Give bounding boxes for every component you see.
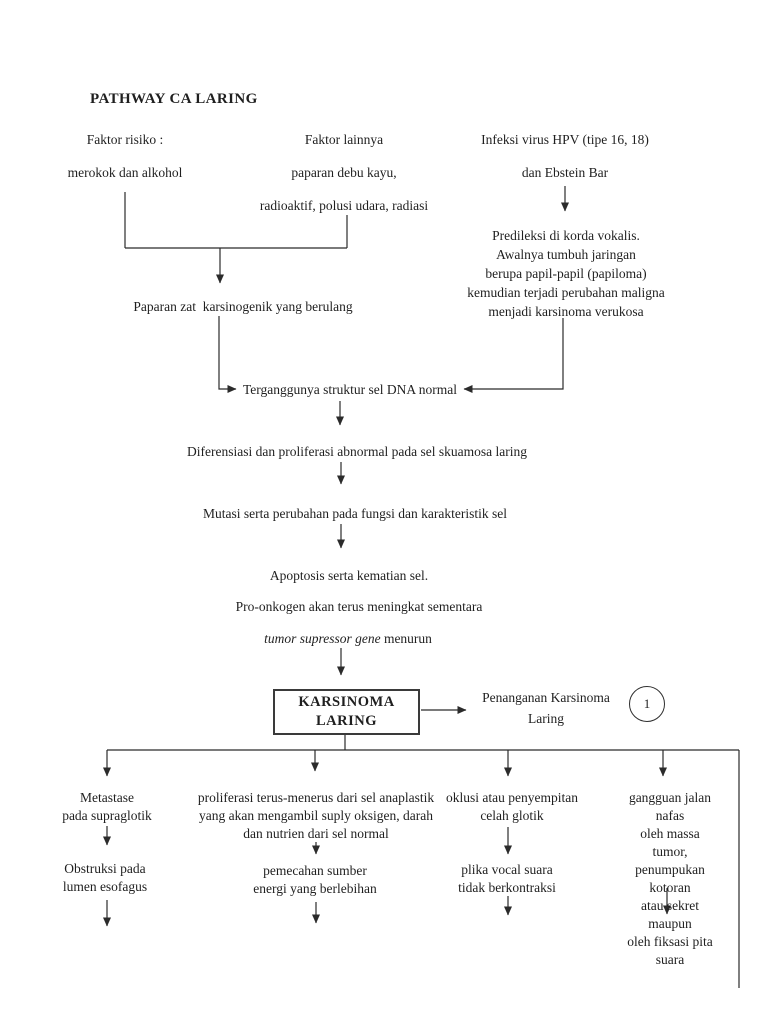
pro-onkogen-node: Pro-onkogen akan terus meningkat sementa… xyxy=(235,599,483,614)
tumor-supressor-italic: tumor supressor gene xyxy=(264,631,381,646)
karsinoma-laring-box-line2: LARING xyxy=(315,713,377,729)
reference-circle: 1 xyxy=(629,686,665,722)
factor-risiko-detail: merokok dan alkohol xyxy=(67,165,183,180)
tumor-supressor-rest: menurun xyxy=(380,631,432,646)
factor-lainnya-detail-2: radioaktif, polusi udara, radiasi xyxy=(259,198,429,213)
paparan-zat-node: Paparan zat karsinogenik yang berulang xyxy=(133,299,353,314)
tumor-supressor-node: tumor supressor gene menurun xyxy=(264,630,432,648)
factor-risiko-header: Faktor risiko : xyxy=(86,132,164,147)
factor-infeksi-header: Infeksi virus HPV (tipe 16, 18) xyxy=(481,132,649,147)
predileksi-note: Predileksi di korda vokalis. Awalnya tum… xyxy=(467,228,665,319)
branch-metastase-bottom: Obstruksi pada lumen esofagus xyxy=(62,861,148,894)
factor-lainnya-detail-1: paparan debu kayu, xyxy=(291,165,397,180)
penanganan-label: Penanganan Karsinoma Laring xyxy=(482,690,610,726)
branch-gangguan-top: gangguan jalan nafas oleh massa tumor, p… xyxy=(627,790,713,967)
factor-infeksi-detail: dan Ebstein Bar xyxy=(521,165,609,180)
diferensiasi-node: Diferensiasi dan proliferasi abnormal pa… xyxy=(186,444,528,459)
dna-normal-node: Terganggunya struktur sel DNA normal xyxy=(243,382,458,397)
apoptosis-node: Apoptosis serta kematian sel. xyxy=(269,568,429,583)
karsinoma-laring-box-line1: KARSINOMA xyxy=(298,694,395,710)
page-title: PATHWAY CA LARING xyxy=(90,91,258,107)
reference-number: 1 xyxy=(643,696,651,711)
branch-proliferasi-bottom: pemecahan sumber energi yang berlebihan xyxy=(253,863,377,896)
branch-oklusi-bottom: plika vocal suara tidak berkontraksi xyxy=(458,862,556,895)
factor-lainnya-header: Faktor lainnya xyxy=(304,132,384,147)
karsinoma-laring-box: KARSINOMA LARING xyxy=(273,689,420,735)
mutasi-node: Mutasi serta perubahan pada fungsi dan k… xyxy=(202,506,508,521)
branch-oklusi-top: oklusi atau penyempitan celah glotik xyxy=(446,790,578,823)
branch-proliferasi-top: proliferasi terus-menerus dari sel anapl… xyxy=(197,790,435,841)
branch-metastase-top: Metastase pada supraglotik xyxy=(62,790,152,823)
